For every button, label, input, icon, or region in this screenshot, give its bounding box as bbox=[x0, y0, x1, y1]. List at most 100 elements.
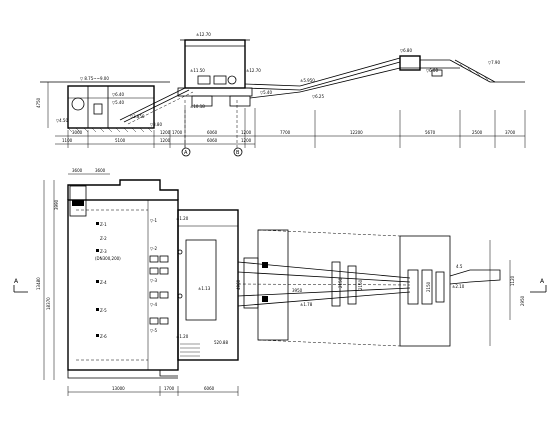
plan-top-dim-1: 3600 bbox=[72, 168, 83, 173]
right-level-2: ▽6.00 bbox=[426, 68, 438, 73]
right-level-4: ▽7.90 bbox=[488, 60, 500, 65]
axis-circle-b bbox=[233, 147, 243, 157]
axis-dot-2 bbox=[177, 293, 183, 299]
valve-label-4: ▽-4 bbox=[150, 302, 158, 307]
mid-label-3: ▽5.40 bbox=[260, 90, 272, 95]
intake-well bbox=[67, 85, 155, 129]
submersible-pump-symbol bbox=[71, 97, 85, 111]
right-dim-2: 2950 bbox=[520, 295, 525, 306]
pump-box-symbol bbox=[93, 103, 103, 115]
pipe-supports bbox=[331, 261, 445, 307]
pump-label-z5: Z-5 bbox=[100, 308, 107, 313]
dim-r2-0: 1100 bbox=[62, 138, 73, 143]
outlet-pipe-2 bbox=[244, 87, 301, 91]
pipe-note: (DN300,200) bbox=[95, 256, 121, 261]
level-top-2: ±12.70 bbox=[246, 68, 261, 73]
depth-label: 4750 bbox=[36, 97, 41, 108]
dim-r1-2: 1700 bbox=[172, 130, 183, 135]
pump-mark-1 bbox=[96, 222, 99, 225]
pump-house-plan bbox=[177, 209, 239, 361]
pipe-diagonal-1 bbox=[119, 87, 186, 121]
outlet-dim-4: 2150 bbox=[358, 279, 363, 290]
inner-label-4: 520.88 bbox=[214, 340, 228, 345]
section-mark-right: A bbox=[540, 278, 545, 285]
bottom-level-1: ▽4.50 bbox=[56, 118, 68, 123]
pump-unit-2 bbox=[213, 75, 227, 85]
plan-left-dim-1: 3990 bbox=[54, 199, 59, 210]
pump-foundation-1 bbox=[191, 95, 213, 107]
dim-r1-0: 3060 bbox=[72, 130, 83, 135]
dim-r1-8: 2500 bbox=[472, 130, 483, 135]
pump-label-1: ±11.50 bbox=[190, 68, 205, 73]
dim-r2-1: 5100 bbox=[115, 138, 126, 143]
outlet-label-3: 4.5 bbox=[456, 264, 463, 269]
stair-hatch bbox=[180, 343, 200, 357]
intake-pump-fill bbox=[72, 200, 84, 206]
rising-pipe-1 bbox=[299, 57, 401, 87]
valve-label-2: ▽-2 bbox=[150, 246, 158, 251]
plan-bottom-dim-3: 6060 bbox=[204, 386, 215, 391]
plan-outer-bottom-step bbox=[159, 370, 178, 377]
axis-mark-a: A bbox=[184, 150, 188, 156]
outlet-dim-3: 2150 bbox=[338, 277, 343, 288]
pump-label-2: ±10.18 bbox=[190, 104, 205, 109]
inner-label-1: ±1.13 bbox=[198, 286, 211, 291]
dim-r1-3: 6060 bbox=[207, 130, 218, 135]
valve-label-3: ▽-3 bbox=[150, 278, 158, 283]
right-level-1: ▽6.80 bbox=[400, 48, 412, 53]
outlet-dim-5: 2150 bbox=[426, 281, 431, 292]
pump-mark-4 bbox=[96, 308, 99, 311]
valve-1 bbox=[227, 75, 237, 85]
outlet-pipe-1 bbox=[244, 83, 301, 87]
plan-outer-bottom bbox=[67, 370, 178, 379]
plan-view: 3600 3600 3990 13480 18370 A Z-1 Z-2 Z-3… bbox=[13, 168, 547, 396]
ground-line-mid bbox=[249, 91, 301, 99]
pipe-diagonal-3 bbox=[127, 91, 194, 125]
inner-label-2: ±1.20 bbox=[176, 334, 189, 339]
pump-mark-5 bbox=[96, 334, 99, 337]
bottom-level-3: ▽3.80 bbox=[150, 122, 162, 127]
ground-slope bbox=[299, 67, 401, 93]
outlet-dim-1: 4960 bbox=[236, 279, 241, 290]
outline-top-dash bbox=[257, 229, 401, 237]
plan-top-dim-2: 3600 bbox=[95, 168, 106, 173]
dim-r2-4: 1200 bbox=[241, 138, 252, 143]
outlet-dim-2: 3950 bbox=[292, 288, 303, 293]
section-view: A B ±12.70 ±12.70 ±5.950 ±11.50 ±10.18 ▽… bbox=[36, 32, 526, 157]
plan-bottom-dim-1: 13000 bbox=[112, 386, 125, 391]
outlet-label-2: ±2.10 bbox=[452, 284, 465, 289]
pump-row-blocks bbox=[149, 255, 169, 325]
outline-bottom-dash bbox=[257, 339, 401, 347]
pump-room-inner bbox=[185, 239, 217, 321]
pipe-gallery bbox=[257, 229, 289, 341]
pump-label-z1: Z-1 bbox=[100, 222, 107, 227]
valve-block-2 bbox=[262, 296, 268, 302]
plan-bottom-dim-2: 1700 bbox=[164, 386, 175, 391]
plan-left-dim-2: 13480 bbox=[36, 277, 41, 290]
pump-base bbox=[177, 87, 253, 97]
pump-foundation-2 bbox=[229, 95, 251, 107]
plan-main-tank bbox=[67, 199, 179, 371]
axis-dot-1 bbox=[177, 249, 183, 255]
section-mark-left: A bbox=[14, 278, 19, 285]
left-level-label: ▽ 8.75~~9.00 bbox=[80, 76, 109, 81]
pump-label-z2: Z-2 bbox=[100, 236, 107, 241]
mid-label-2: ▽5.40 bbox=[112, 100, 124, 105]
outlet-hatch bbox=[459, 63, 489, 81]
dim-r1-4: 1200 bbox=[241, 130, 252, 135]
bottom-level-2: ▽3.850 bbox=[130, 114, 145, 119]
plan-outer-top bbox=[67, 179, 179, 200]
inner-label-3: ±1.20 bbox=[176, 216, 189, 221]
level-top-3: ±5.950 bbox=[300, 78, 315, 83]
axis-circle-a bbox=[181, 147, 191, 157]
rising-pipe-2 bbox=[299, 61, 401, 91]
dim-r1-7: 5670 bbox=[425, 130, 436, 135]
pump-label-z3: Z-3 bbox=[100, 249, 107, 254]
plan-left-dim-3: 18370 bbox=[46, 297, 51, 310]
pump-unit-1 bbox=[197, 75, 211, 85]
outlet-valve bbox=[431, 69, 443, 77]
outlet-box bbox=[399, 55, 421, 71]
valve-block-1 bbox=[262, 262, 268, 268]
outlet-slope bbox=[449, 59, 491, 83]
